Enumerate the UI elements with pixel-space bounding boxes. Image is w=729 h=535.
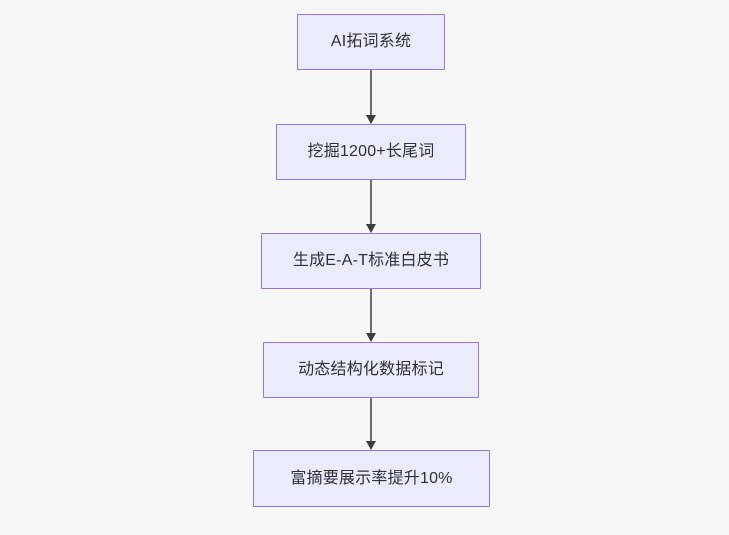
flow-node-rich-snippet-impression-lift[interactable]: 富摘要展示率提升10%	[253, 450, 490, 507]
arrowhead-icon	[366, 333, 376, 342]
flow-node-label: AI拓词系统	[330, 33, 412, 50]
connector-line	[370, 70, 372, 116]
connector-node3-to-node4	[361, 289, 381, 342]
flow-node-generate-eat-whitepaper[interactable]: 生成E-A-T标准白皮书	[261, 233, 481, 289]
connector-node4-to-node5	[361, 398, 381, 450]
connector-node2-to-node3	[361, 180, 381, 233]
connector-line	[370, 180, 372, 225]
connector-node1-to-node2	[361, 70, 381, 124]
flow-node-label: 挖掘1200+长尾词	[307, 143, 435, 160]
flow-node-label: 富摘要展示率提升10%	[290, 469, 453, 487]
arrowhead-icon	[366, 115, 376, 124]
connector-line	[370, 398, 372, 442]
arrowhead-icon	[366, 224, 376, 233]
flow-node-label: 动态结构化数据标记	[298, 361, 444, 378]
flow-node-ai-keyword-system[interactable]: AI拓词系统	[297, 14, 445, 70]
connector-line	[370, 289, 372, 334]
flow-node-dynamic-structured-data-markup[interactable]: 动态结构化数据标记	[263, 342, 479, 398]
arrowhead-icon	[366, 441, 376, 450]
flow-node-mine-longtail-keywords[interactable]: 挖掘1200+长尾词	[276, 124, 466, 180]
flow-node-label: 生成E-A-T标准白皮书	[292, 252, 450, 269]
